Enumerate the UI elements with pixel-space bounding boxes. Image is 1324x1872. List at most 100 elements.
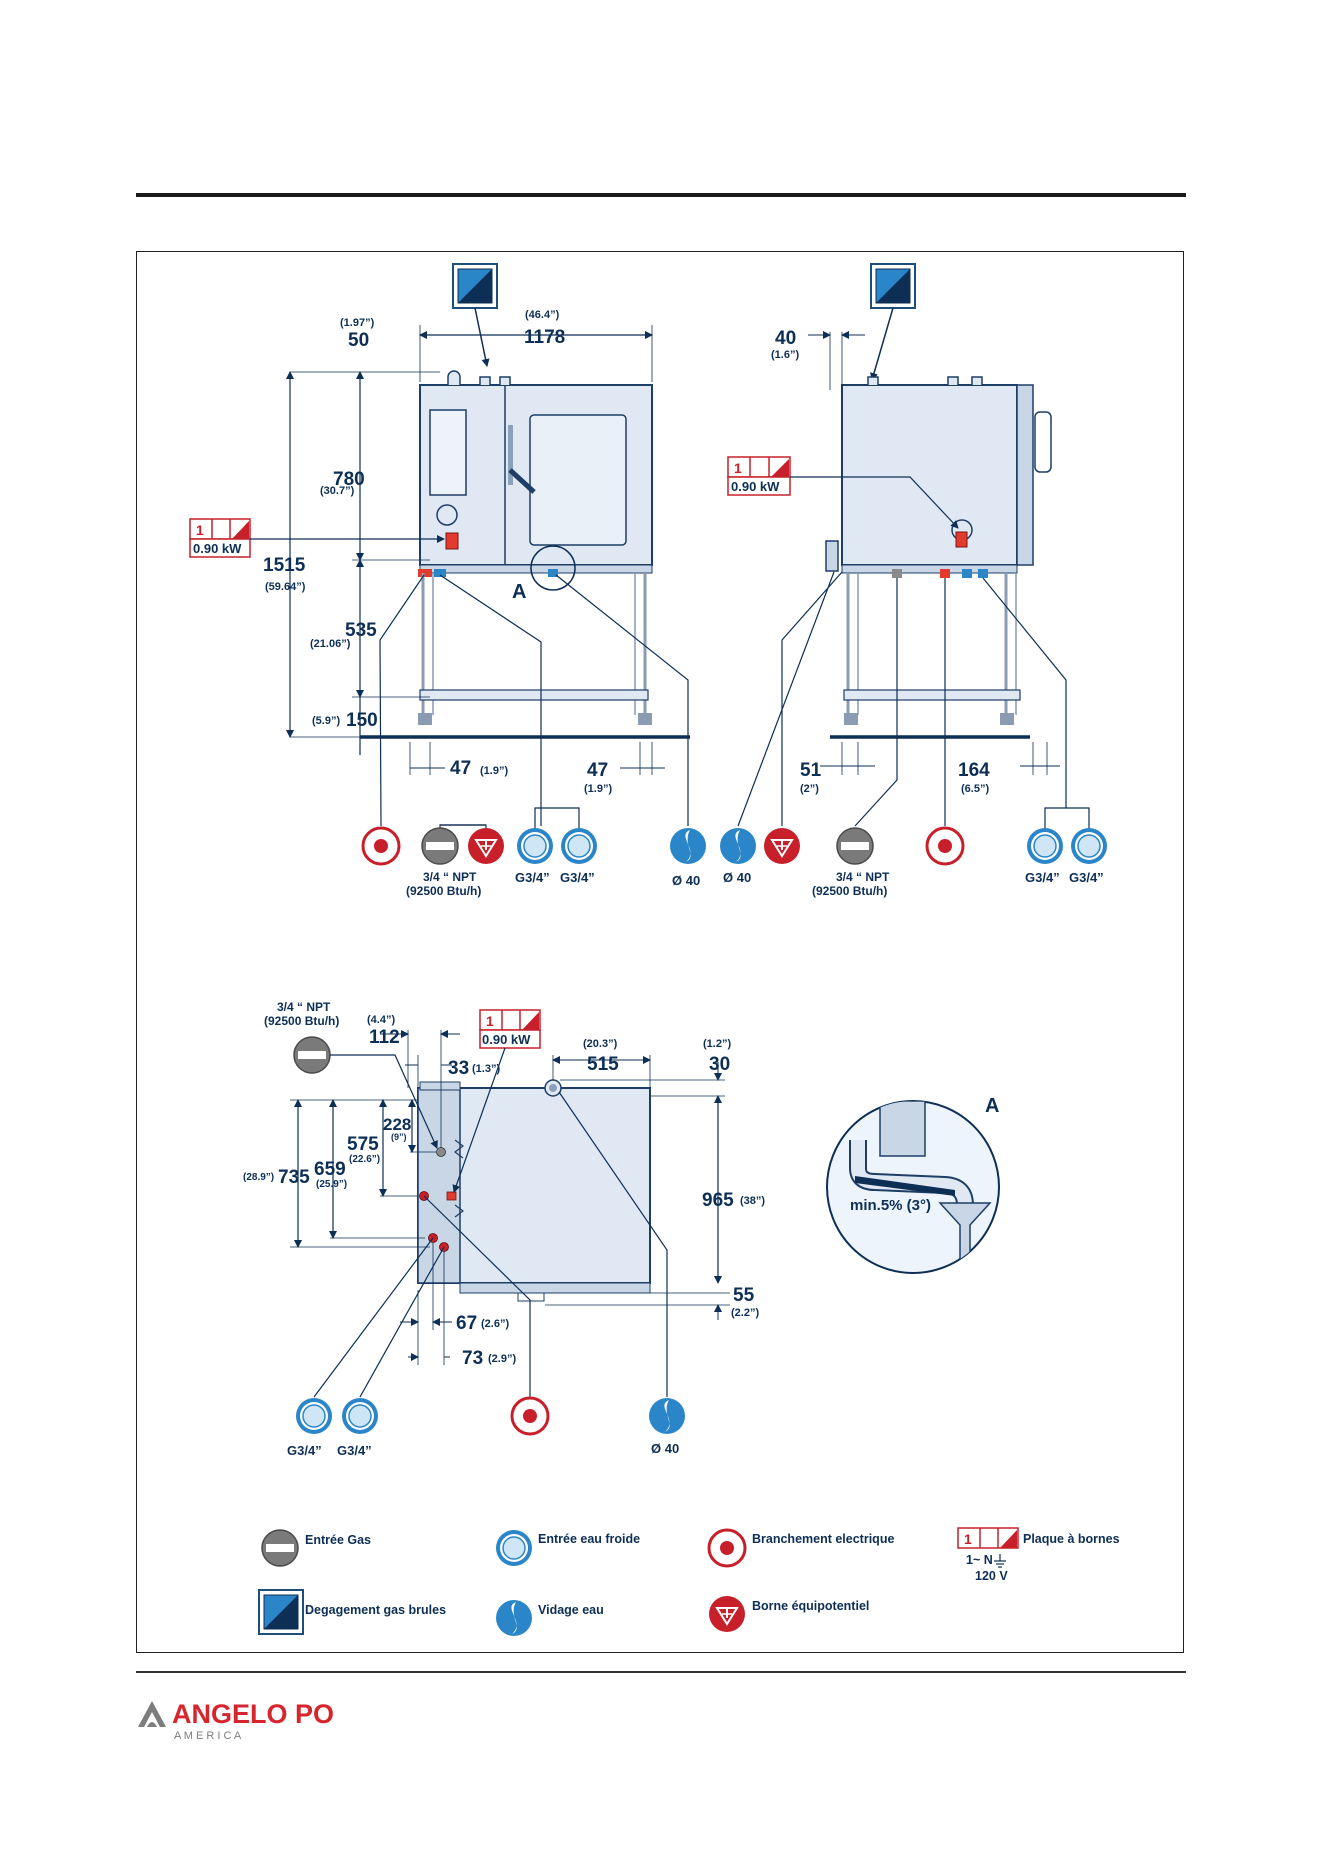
legend-terminal-spec: 1~ N: [966, 1553, 993, 1567]
front-water-icon-1: [516, 827, 554, 865]
side-dim-leg-right-mm: 164: [958, 760, 990, 781]
side-flue-icon: [870, 263, 916, 309]
legend-electric: Branchement electrique: [752, 1532, 894, 1546]
brand-logo: ANGELO PO A M E R I C A: [136, 1693, 366, 1743]
front-water-icon-2: [560, 827, 598, 865]
top-dim-drain-mm: 515: [587, 1054, 619, 1075]
svg-text:1: 1: [486, 1013, 494, 1029]
legend: Entrée Gas Entrée eau froide Branchement…: [258, 1527, 1120, 1636]
side-water-g-1: G3/4”: [1025, 870, 1060, 885]
front-electric-icon: [361, 826, 401, 866]
front-gas-btu: (92500 Btu/h): [406, 884, 481, 898]
svg-text:1: 1: [196, 522, 204, 538]
side-view: 40 (1.6”) 1 0.90 kW 51 (2”) 164 (6.5”): [720, 263, 1108, 898]
top-terminal-box: 1 0.90 kW: [452, 1009, 541, 1193]
top-dim-drain2-in: (1.2”): [703, 1038, 731, 1050]
front-view: A (46.4”) 1178 (1.97”) 50 780 (30.7”) 15…: [189, 263, 706, 898]
top-dim-73: 73: [462, 1348, 483, 1369]
top-dim-575: 575: [347, 1134, 379, 1155]
front-water-g-2: G3/4”: [560, 870, 595, 885]
dim-base-mm: 150: [346, 710, 378, 731]
side-gas-icon: [836, 827, 874, 865]
top-dim-965-in: (38”): [740, 1195, 765, 1207]
dim-mid-mm: 535: [345, 620, 377, 641]
legend-water-icon: [495, 1529, 533, 1567]
front-gas-spec: 3/4 “ NPT: [423, 870, 477, 884]
side-water-icon-1: [1026, 827, 1064, 865]
top-dim-gas2-mm: 33: [448, 1058, 469, 1079]
side-dim-offset-in: (1.6”): [771, 349, 799, 361]
dim-leg-left-mm: 47: [450, 758, 471, 779]
top-gas-icon: [293, 1036, 331, 1074]
top-dim-drain2-mm: 30: [709, 1054, 730, 1075]
front-power-label: 0.90 kW: [193, 541, 242, 556]
front-drain-d: Ø 40: [672, 873, 700, 888]
detail-a-marker: A: [512, 581, 526, 603]
top-dim-gas-in: (4.4”): [367, 1014, 395, 1026]
top-dim-735-in: (28.9”): [243, 1172, 274, 1183]
dim-mid-in: (21.06”): [310, 638, 351, 650]
dim-total-in: (59.64”): [265, 581, 306, 593]
top-dim-659: 659: [314, 1159, 346, 1180]
top-electric-icon: [510, 1396, 550, 1436]
legend-terminal-icon: 1: [957, 1527, 1019, 1549]
side-equipotential-icon: [763, 827, 801, 865]
side-gas-btu: (92500 Btu/h): [812, 884, 887, 898]
dim-upper-in: (30.7”): [320, 485, 355, 497]
detail-slope-label: min.5% (3°): [850, 1197, 931, 1214]
brand-sub: A M E R I C A: [174, 1730, 242, 1742]
top-dim-965: 965: [702, 1190, 734, 1211]
front-terminal-box: 1 0.90 kW: [189, 518, 445, 558]
top-gas-btu: (92500 Btu/h): [264, 1014, 339, 1028]
legend-terminal-volt: 120 V: [975, 1569, 1008, 1583]
top-dim-67: 67: [456, 1313, 477, 1334]
legend-equipotential-icon: [708, 1595, 746, 1633]
top-dim-73-in: (2.9”): [488, 1353, 516, 1365]
top-gas-spec: 3/4 “ NPT: [277, 1000, 331, 1014]
top-dim-gas2-in: (1.3”): [472, 1063, 500, 1075]
top-dim-228: 228: [383, 1115, 411, 1134]
dim-base-in: (5.9”): [312, 715, 340, 727]
legend-gas-icon: [261, 1529, 299, 1567]
header-rule: [136, 193, 1186, 197]
dim-width-in: (46.4”): [525, 309, 560, 321]
top-dim-55: 55: [733, 1285, 755, 1306]
dim-leg-left-in: (1.9”): [480, 765, 508, 777]
top-dim-228-in: (9”): [391, 1132, 407, 1142]
side-oven-body: [841, 384, 1018, 566]
footer-rule: [136, 1671, 1186, 1673]
top-water-icon-2: [341, 1397, 379, 1435]
legend-equipotential: Borne équipotentiel: [752, 1599, 869, 1613]
side-dim-leg-right-in: (6.5”): [961, 783, 989, 795]
front-drain-icon: [670, 828, 706, 864]
side-dim-leg-left-in: (2”): [800, 783, 819, 795]
legend-drain: Vidage eau: [538, 1603, 604, 1617]
side-gas-spec: 3/4 “ NPT: [836, 870, 890, 884]
legend-terminal: Plaque à bornes: [1023, 1532, 1120, 1546]
side-drain-icon: [720, 828, 756, 864]
side-dim-leg-left-mm: 51: [800, 760, 822, 781]
top-drain-d: Ø 40: [651, 1441, 679, 1456]
dim-width-mm: 1178: [524, 327, 565, 348]
side-dim-offset-mm: 40: [775, 328, 796, 349]
top-water-icon-1: [295, 1397, 333, 1435]
ground-icon: [994, 1554, 1006, 1568]
brand-name: ANGELO PO: [172, 1699, 334, 1729]
dim-total-mm: 1515: [263, 555, 306, 576]
side-electric-icon: [925, 826, 965, 866]
dim-offset-in: (1.97”): [340, 317, 375, 329]
legend-gas: Entrée Gas: [305, 1533, 371, 1547]
side-water-g-2: G3/4”: [1069, 870, 1104, 885]
front-water-g-1: G3/4”: [515, 870, 550, 885]
legend-electric-icon: [707, 1528, 747, 1568]
top-water-g-1: G3/4”: [287, 1443, 322, 1458]
top-dim-735: 735: [278, 1167, 310, 1188]
svg-text:1: 1: [964, 1531, 972, 1547]
front-equipotential-icon: [467, 827, 505, 865]
top-dim-659-in: (25.9”): [316, 1179, 347, 1190]
legend-flue: Degagement gas brules: [305, 1603, 446, 1617]
detail-a-label: A: [985, 1095, 999, 1117]
top-drain-icon: [649, 1398, 685, 1434]
top-dim-55-in: (2.2”): [731, 1307, 759, 1319]
